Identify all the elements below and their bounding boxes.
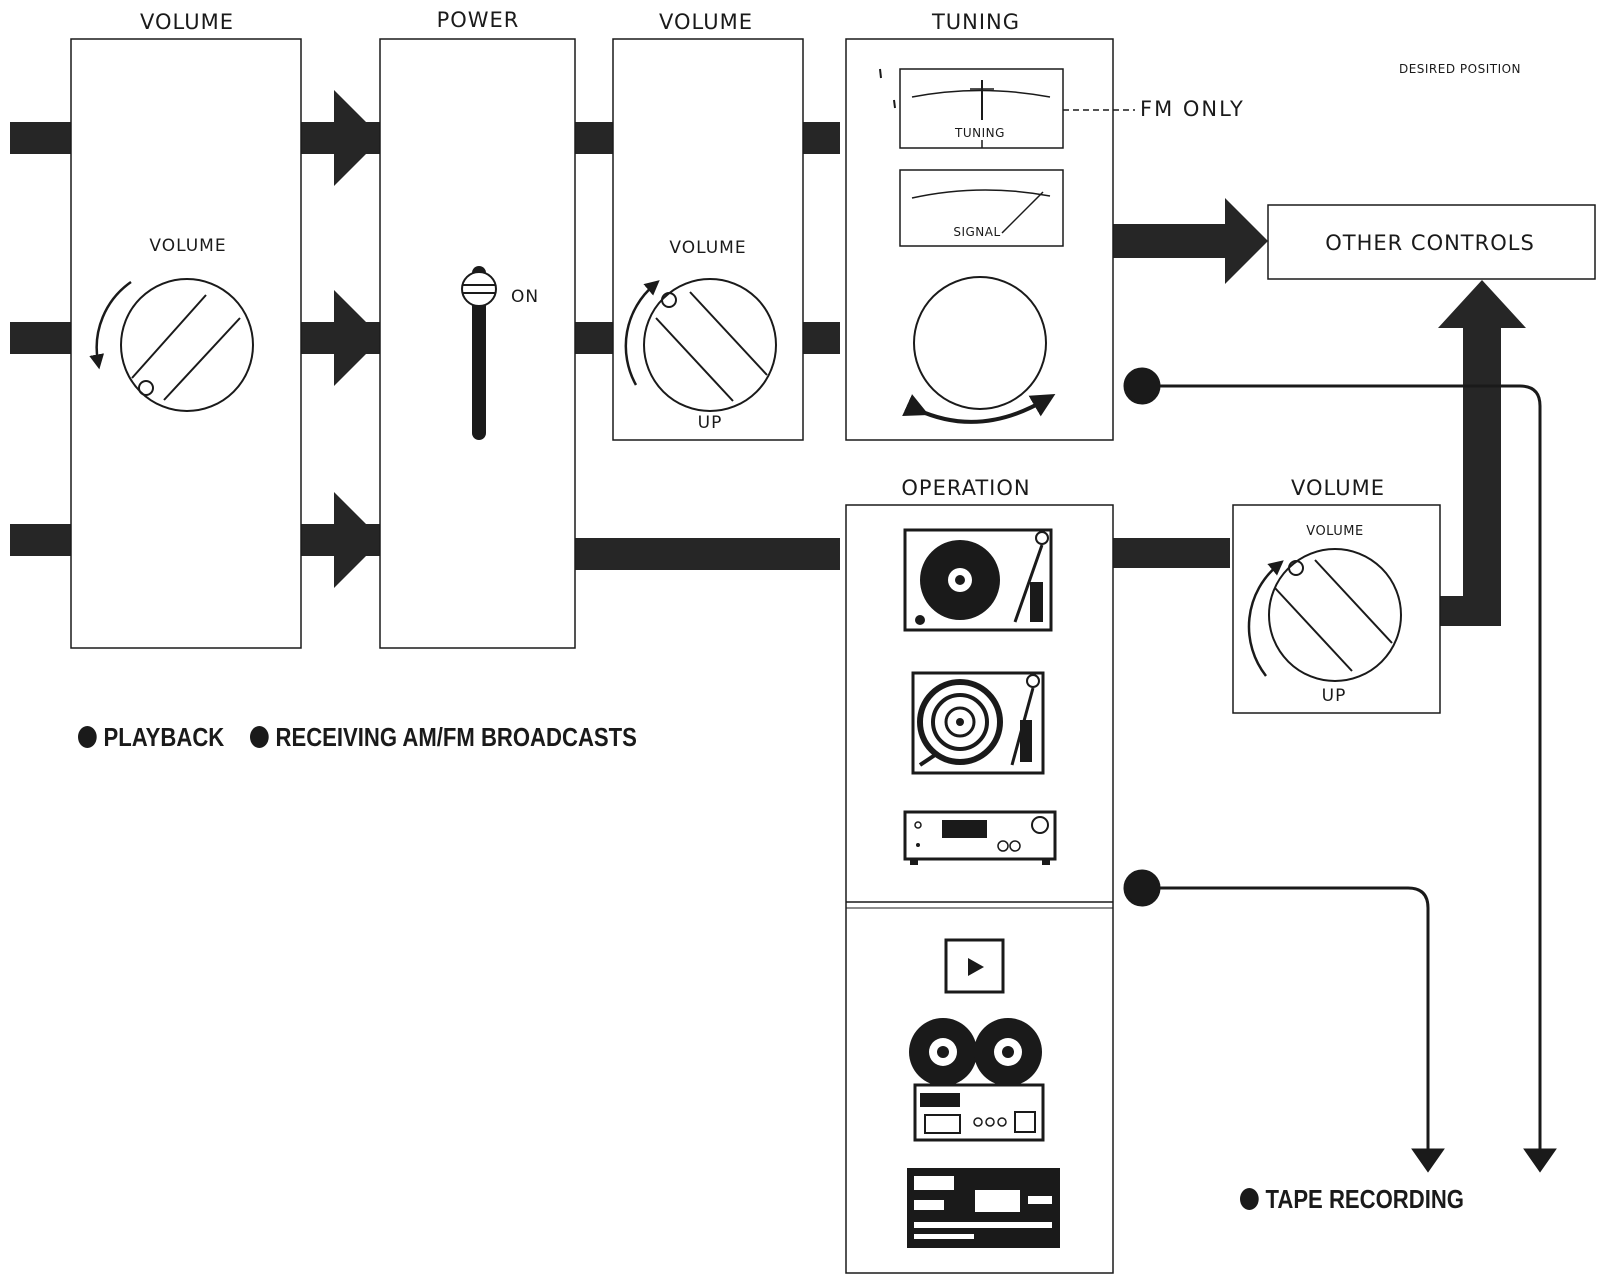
turntable-icon bbox=[911, 671, 1045, 775]
legend-tape-recording: TAPE RECORDING bbox=[1240, 1184, 1464, 1215]
signal-meter bbox=[899, 169, 1064, 247]
volume-knob-right bbox=[1247, 548, 1402, 682]
legend-playback-text: PLAYBACK bbox=[103, 722, 225, 752]
tape-taps bbox=[1123, 367, 1557, 1173]
flow-arrowheads bbox=[334, 90, 1526, 588]
other-controls-label: OTHER CONTROLS bbox=[1325, 231, 1535, 255]
power-switch-label: ON bbox=[510, 287, 540, 307]
reel-to-reel-icon bbox=[909, 1018, 1045, 1142]
bullet-icon bbox=[250, 726, 269, 748]
legend-receiving-text: RECEIVING AM/FM BROADCASTS bbox=[275, 722, 637, 752]
volume-mid-up-label: UP bbox=[697, 413, 723, 433]
tuning-meter bbox=[879, 68, 1135, 149]
tuning-heading: TUNING bbox=[931, 10, 1021, 34]
other-controls-box bbox=[1267, 204, 1596, 280]
operation-heading: OPERATION bbox=[901, 476, 1031, 500]
operation-panel bbox=[845, 504, 1114, 1274]
bullet-icon bbox=[78, 726, 97, 748]
volume-right-knob-label: VOLUME bbox=[1306, 524, 1364, 539]
legend-tape-recording-text: TAPE RECORDING bbox=[1265, 1184, 1465, 1214]
volume-right-up-label: UP bbox=[1321, 686, 1347, 706]
volume-right-heading: VOLUME bbox=[1291, 476, 1385, 500]
play-icon bbox=[944, 938, 1005, 994]
desired-position-note: DESIRED POSITION bbox=[1398, 62, 1522, 76]
signal-meter-label: SIGNAL bbox=[953, 225, 1001, 239]
legend-playback: PLAYBACK bbox=[78, 722, 224, 753]
volume-knob-left bbox=[89, 278, 254, 412]
volume-mid-knob-label: VOLUME bbox=[669, 238, 747, 258]
legend-receiving: RECEIVING AM/FM BROADCASTS bbox=[250, 722, 637, 753]
bullet-icon bbox=[1240, 1188, 1259, 1210]
turntable-icon bbox=[903, 528, 1053, 632]
volume-left-knob-label: VOLUME bbox=[149, 236, 227, 256]
fm-only-note: FM ONLY bbox=[1140, 97, 1245, 121]
tuner-icon bbox=[903, 810, 1057, 865]
volume-left-heading: VOLUME bbox=[140, 10, 234, 34]
power-heading: POWER bbox=[436, 8, 520, 32]
tuning-dial bbox=[902, 276, 1056, 424]
volume-mid-heading: VOLUME bbox=[659, 10, 753, 34]
cassette-deck-icon bbox=[907, 1168, 1060, 1248]
tuning-meter-label: TUNING bbox=[955, 126, 1005, 140]
volume-knob-mid bbox=[624, 278, 777, 412]
power-switch bbox=[461, 266, 497, 440]
